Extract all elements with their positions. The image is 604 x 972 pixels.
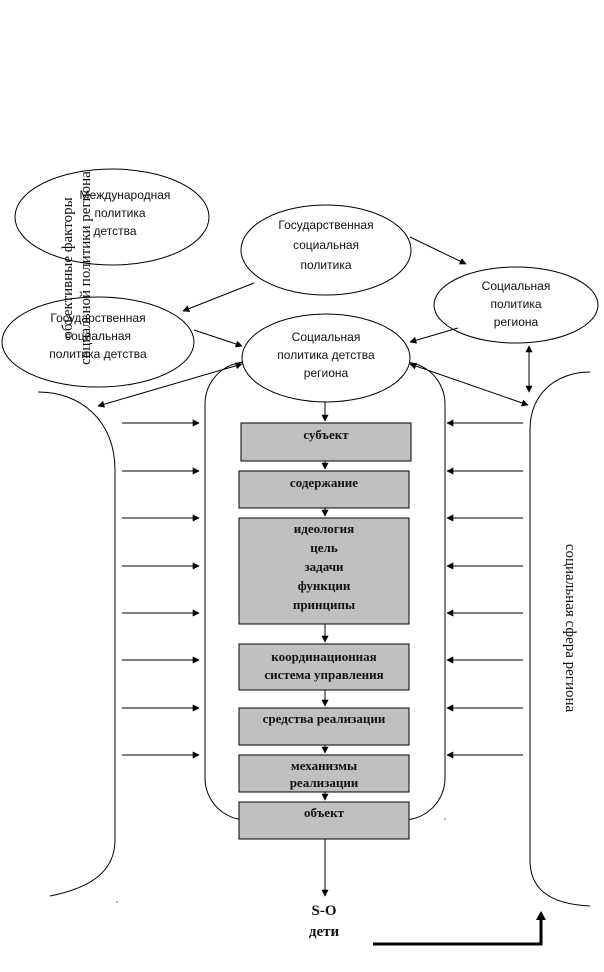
svg-text:политика детства: политика детства bbox=[277, 348, 375, 362]
svg-text:механизмы: механизмы bbox=[291, 758, 357, 773]
svg-text:социальная: социальная bbox=[65, 329, 131, 343]
arrow-regional-childhood-left-column bbox=[97, 362, 243, 408]
arrow-state-to-regional-social bbox=[409, 236, 467, 265]
svg-text:субъект: субъект bbox=[303, 427, 349, 442]
arrow-regional-social-to-regional-childhood bbox=[409, 327, 459, 344]
left-inflow-arrows bbox=[122, 419, 200, 759]
svg-text:объективные факторы: объективные факторы bbox=[60, 197, 76, 338]
box-ideology: идеология цель задачи функции принципы bbox=[238, 517, 410, 625]
svg-text:содержание: содержание bbox=[290, 475, 358, 490]
box-object: объект bbox=[238, 801, 410, 840]
svg-text:социальная: социальная bbox=[293, 238, 359, 252]
svg-text:Социальная: Социальная bbox=[292, 330, 361, 344]
svg-text:социальной политики региона: социальной политики региона bbox=[78, 171, 94, 365]
left-factors-column bbox=[37, 391, 116, 897]
box-mechanisms: механизмы реализации bbox=[238, 754, 410, 793]
bottom-right-return-arrow bbox=[373, 911, 546, 946]
ellipse-international-policy: Международная политика детства bbox=[14, 168, 210, 266]
svg-text:региона: региона bbox=[304, 366, 349, 380]
box-subject: субъект bbox=[240, 422, 412, 462]
svg-text:Международная: Международная bbox=[80, 188, 171, 202]
svg-text:политика: политика bbox=[491, 297, 542, 311]
svg-text:реализации: реализации bbox=[290, 775, 359, 790]
svg-text:политика: политика bbox=[95, 206, 146, 220]
right-vertical-label: социальная сфера региона bbox=[562, 544, 578, 713]
svg-text:идеология: идеология bbox=[294, 521, 354, 536]
left-vertical-label: объективные факторы социальной политики … bbox=[60, 171, 94, 365]
svg-text:детства: детства bbox=[93, 224, 136, 238]
svg-text:объект: объект bbox=[304, 805, 345, 820]
box-coordination: координационная система управления bbox=[238, 643, 410, 691]
svg-text:средства реализации: средства реализации bbox=[263, 711, 386, 726]
svg-text:политика детства: политика детства bbox=[49, 347, 147, 361]
arrow-state-to-state-childhood bbox=[182, 282, 255, 312]
svg-text:политика: политика bbox=[301, 258, 352, 272]
svg-text:принципы: принципы bbox=[293, 597, 355, 612]
svg-text:S-O: S-O bbox=[311, 903, 336, 919]
svg-text:задачи: задачи bbox=[304, 559, 344, 574]
ellipse-state-childhood-policy: Государственная социальная политика детс… bbox=[1, 296, 195, 388]
ellipse-regional-social-policy: Социальная политика региона bbox=[433, 266, 599, 344]
svg-text:Государственная: Государственная bbox=[278, 218, 373, 232]
speck bbox=[444, 818, 446, 820]
right-sphere-column bbox=[529, 371, 591, 907]
box-means: средства реализации bbox=[238, 707, 410, 746]
ellipse-regional-childhood-policy: Социальная политика детства региона bbox=[241, 313, 411, 403]
arrow-state-childhood-to-regional-childhood bbox=[193, 329, 243, 348]
svg-text:социальная сфера региона: социальная сфера региона bbox=[562, 544, 578, 713]
output-label: S-O дети bbox=[309, 903, 340, 940]
svg-text:функции: функции bbox=[298, 578, 351, 593]
svg-text:координационная: координационная bbox=[271, 649, 376, 664]
arrow-regional-childhood-right-column bbox=[409, 362, 529, 407]
svg-text:региона: региона bbox=[494, 315, 539, 329]
speck bbox=[116, 901, 118, 903]
svg-text:Государственная: Государственная bbox=[50, 311, 145, 325]
box-content: содержание bbox=[238, 470, 410, 509]
ellipse-state-social-policy: Государственная социальная политика bbox=[240, 204, 412, 296]
svg-text:система управления: система управления bbox=[264, 667, 383, 682]
svg-text:Социальная: Социальная bbox=[482, 279, 551, 293]
right-inflow-arrows bbox=[446, 419, 523, 759]
svg-text:цель: цель bbox=[310, 540, 338, 555]
svg-text:дети: дети bbox=[309, 924, 340, 940]
